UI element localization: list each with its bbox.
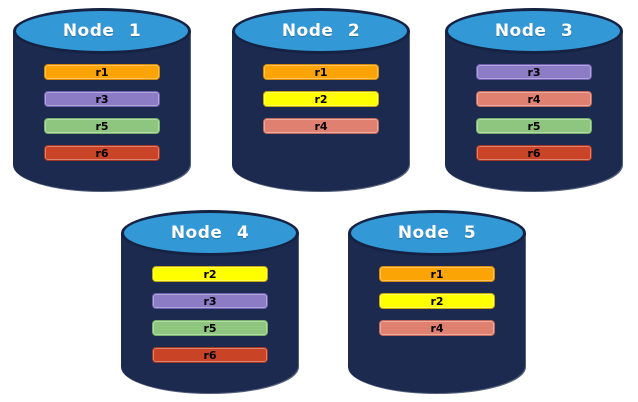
replica-list: r3 r4 r5 r6	[445, 64, 623, 172]
database-node-2: Node 2 r1 r2 r4	[232, 8, 410, 192]
cylinder-body	[121, 233, 299, 394]
replica-list: r1 r2 r4	[348, 266, 526, 347]
replica-bar-r5: r5	[476, 118, 592, 134]
replica-bar-r6: r6	[476, 145, 592, 161]
cylinder-body	[13, 31, 191, 192]
cylinder-body	[232, 31, 410, 192]
replica-bar-r6: r6	[152, 347, 268, 363]
replica-bar-r6: r6	[44, 145, 160, 161]
replica-bar-r1: r1	[263, 64, 379, 80]
replica-bar-r5: r5	[152, 320, 268, 336]
node-title: Node 3	[494, 21, 574, 41]
node-title: Node 1	[62, 21, 142, 41]
replica-list: r2 r3 r5 r6	[121, 266, 299, 374]
node-title: Node 2	[281, 21, 361, 41]
replica-bar-r2: r2	[152, 266, 268, 282]
node-title: Node 4	[170, 223, 250, 243]
replica-bar-r5: r5	[44, 118, 160, 134]
replica-bar-r4: r4	[263, 118, 379, 134]
replica-bar-r3: r3	[476, 64, 592, 80]
cylinder-top-ellipse: Node 2	[232, 8, 410, 54]
replica-bar-r3: r3	[152, 293, 268, 309]
cylinder-top-ellipse: Node 4	[121, 210, 299, 256]
replica-list: r1 r2 r4	[232, 64, 410, 145]
replica-bar-r4: r4	[476, 91, 592, 107]
database-node-1: Node 1 r1 r3 r5 r6	[13, 8, 191, 192]
cylinder-body	[348, 233, 526, 394]
replica-bar-r4: r4	[379, 320, 495, 336]
replica-bar-r2: r2	[379, 293, 495, 309]
cylinder-body	[445, 31, 623, 192]
database-node-5: Node 5 r1 r2 r4	[348, 210, 526, 394]
replica-bar-r3: r3	[44, 91, 160, 107]
replica-bar-r1: r1	[44, 64, 160, 80]
node-title: Node 5	[397, 223, 477, 243]
cylinder-top-ellipse: Node 1	[13, 8, 191, 54]
cylinder-top-ellipse: Node 5	[348, 210, 526, 256]
replica-bar-r1: r1	[379, 266, 495, 282]
database-node-4: Node 4 r2 r3 r5 r6	[121, 210, 299, 394]
cylinder-top-ellipse: Node 3	[445, 8, 623, 54]
database-node-3: Node 3 r3 r4 r5 r6	[445, 8, 623, 192]
replica-bar-r2: r2	[263, 91, 379, 107]
replica-list: r1 r3 r5 r6	[13, 64, 191, 172]
